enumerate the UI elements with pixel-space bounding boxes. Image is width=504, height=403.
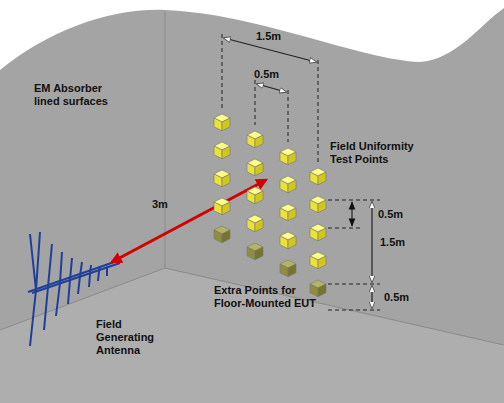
test-point-cube bbox=[280, 176, 296, 193]
test-point-cube bbox=[247, 159, 263, 176]
distance-label: 3m bbox=[152, 198, 182, 211]
surface-label: EM Absorber lined surfaces bbox=[34, 82, 114, 108]
extra-point-cube bbox=[214, 226, 230, 243]
test-point-cube bbox=[310, 224, 326, 241]
test-point-cube bbox=[214, 198, 230, 215]
absorber-wall bbox=[0, 8, 504, 403]
room-edges bbox=[0, 12, 504, 345]
test-point-cube bbox=[280, 232, 296, 249]
test-point-cube bbox=[247, 131, 263, 148]
dimension-label: 0.5m bbox=[378, 208, 418, 221]
dimension-label: 0.5m bbox=[384, 291, 424, 304]
test-point-cube bbox=[280, 204, 296, 221]
dimension-arrows bbox=[224, 38, 372, 308]
dimension-label: 0.5m bbox=[254, 68, 294, 81]
test-point-cube bbox=[214, 114, 230, 131]
dimension-label: 1.5m bbox=[380, 236, 420, 249]
extra-point-cube bbox=[310, 280, 326, 297]
test-point-cube bbox=[280, 148, 296, 165]
extra-point-cube bbox=[280, 260, 296, 277]
dimension-label: 1.5m bbox=[256, 30, 296, 43]
chamber-floor bbox=[0, 268, 504, 403]
test-point-cube bbox=[310, 196, 326, 213]
test-point-cube bbox=[247, 187, 263, 204]
leader-lines bbox=[222, 34, 380, 310]
distance-arrow bbox=[112, 180, 266, 262]
test-point-cube bbox=[214, 142, 230, 159]
extra-points-label: Extra Points for Floor-Mounted EUT bbox=[214, 284, 324, 310]
test-point-cube bbox=[310, 252, 326, 269]
test-point-cube bbox=[247, 215, 263, 232]
test-point-cube bbox=[310, 168, 326, 185]
test-points-label: Field Uniformity Test Points bbox=[330, 140, 420, 166]
test-point-cube bbox=[214, 170, 230, 187]
extra-point-cube bbox=[247, 243, 263, 260]
test-point-cubes bbox=[214, 114, 326, 297]
antenna-label: Field Generating Antenna bbox=[96, 318, 176, 357]
